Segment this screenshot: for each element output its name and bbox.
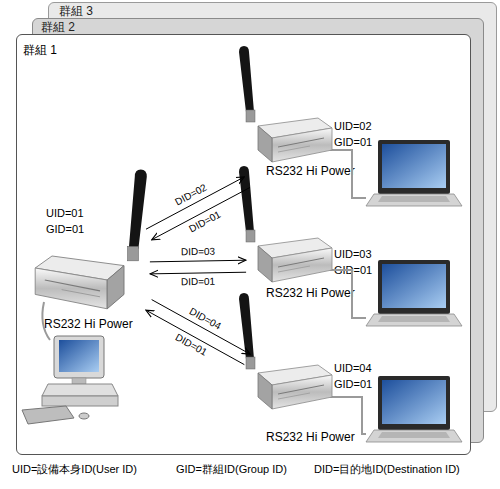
legend-note: GID=群組ID(Group ID) bbox=[176, 462, 287, 476]
device-id-label: UID=02 GID=01 bbox=[334, 118, 380, 150]
group-label: 群組 1 bbox=[23, 43, 57, 57]
laptop bbox=[366, 140, 462, 206]
model-label: RS232 Hi Power bbox=[44, 317, 133, 331]
legend-note: UID=設備本身ID(User ID) bbox=[12, 462, 137, 476]
laptop bbox=[366, 260, 462, 326]
device-id-label: UID=01 GID=01 bbox=[46, 205, 92, 237]
group-label: 群組 3 bbox=[59, 4, 93, 18]
model-label: RS232 Hi Power bbox=[266, 164, 355, 178]
model-label: RS232 Hi Power bbox=[266, 286, 355, 300]
model-label: RS232 Hi Power bbox=[266, 430, 355, 444]
device-id-label: UID=03 GID=01 bbox=[334, 246, 380, 278]
legend-note: DID=目的地ID(Destination ID) bbox=[314, 462, 460, 476]
laptop bbox=[366, 376, 462, 442]
device-id-label: UID=04 GID=01 bbox=[334, 360, 380, 392]
group-label: 群組 2 bbox=[41, 20, 75, 34]
